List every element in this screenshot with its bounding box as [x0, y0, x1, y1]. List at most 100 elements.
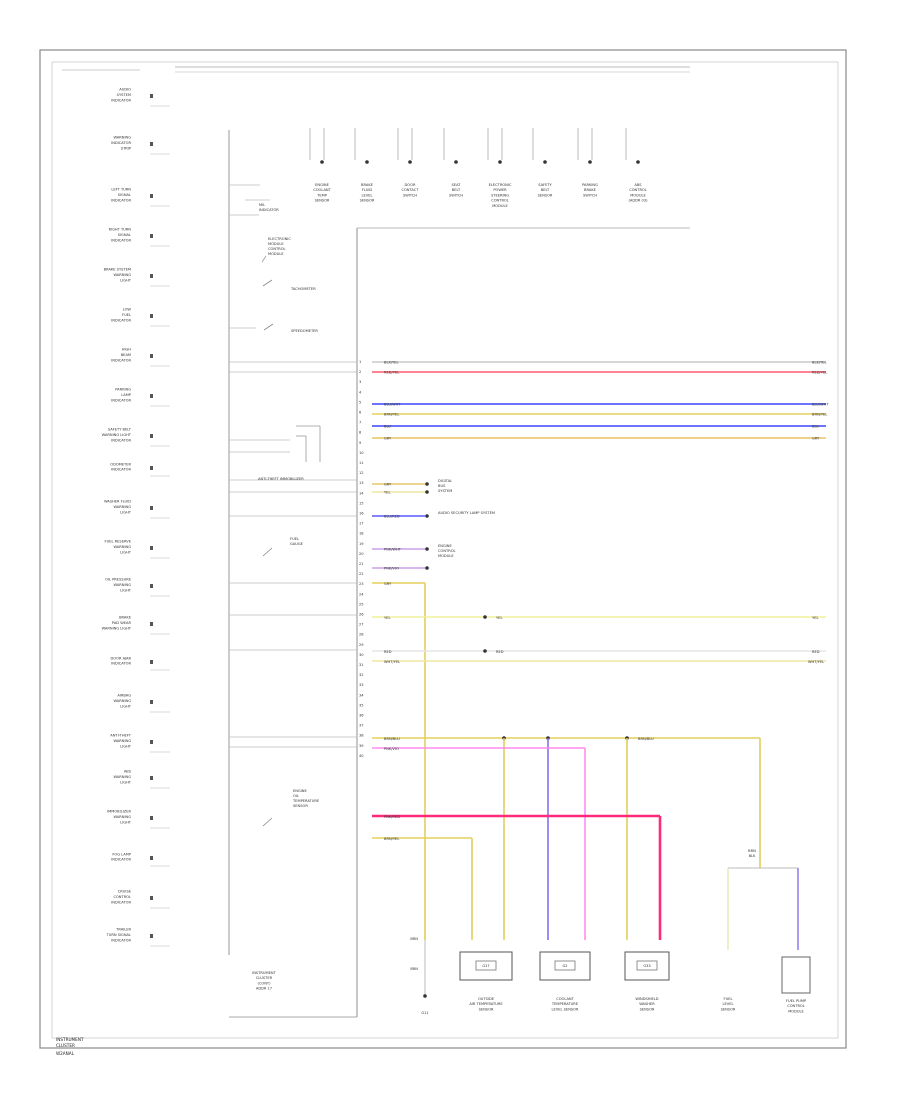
indicator-label: WARNING LIGHT — [102, 433, 132, 437]
tee-label: BLK — [749, 854, 756, 858]
wire-color-label: BRN/BLU — [638, 737, 654, 741]
sensor-element — [554, 960, 576, 971]
indicator-label: WASHER FLUID — [104, 500, 131, 504]
indicator-pin — [150, 234, 153, 238]
indicator-label: STRIP — [121, 146, 132, 150]
indicator-label: WARNING — [113, 545, 131, 549]
top-component-label: POWER — [493, 188, 507, 192]
indicator-pin — [150, 584, 153, 588]
top-component-label: CONTACT — [401, 188, 419, 192]
wire-color-label-right: BLU/WHT — [812, 403, 829, 407]
ecm-label: MODULE — [268, 252, 284, 256]
footer-title: CLUSTER — [56, 1043, 75, 1048]
wire-color-label-right: RED/YEL — [812, 371, 827, 375]
footer-title: INSTRUMENT — [56, 1037, 84, 1042]
signal-destination: BUS — [438, 484, 446, 488]
indicator-label: INDICATOR — [111, 141, 131, 145]
sensor-code: G17 — [482, 964, 489, 968]
ecm-label: CONTROL — [268, 247, 286, 251]
wire-color-label-right: WHT/YEL — [808, 660, 824, 664]
indicator-label: BEAM — [121, 353, 131, 357]
top-component-label: BELT — [541, 188, 550, 192]
indicator-label: TURN SIGNAL — [106, 933, 131, 937]
indicator-pin — [150, 94, 153, 98]
indicator-label: SYSTEM — [117, 93, 131, 97]
pin-number: 6 — [359, 411, 362, 415]
cluster-label: INSTRUMENT — [252, 971, 276, 975]
indicator-label: SAFETY BELT — [108, 428, 132, 432]
pin-number: 24 — [359, 592, 364, 596]
tacho-switch — [262, 279, 273, 287]
indicator-label: INDICATOR — [111, 438, 131, 442]
inner-border — [51, 61, 839, 1039]
indicator-label: LIGHT — [120, 820, 132, 824]
top-component-label: SEAT — [452, 183, 462, 187]
signal-pin — [425, 490, 429, 494]
indicator-label: TRAILER — [115, 928, 131, 932]
indicator-label: LIGHT — [120, 278, 132, 282]
indicator-pin — [150, 506, 153, 510]
pin-number: 38 — [359, 734, 364, 738]
ecm-label: MODULE — [268, 242, 284, 246]
pin-number: 34 — [359, 693, 364, 697]
top-component-label: MODULE — [630, 193, 646, 197]
sensor-label: SENSOR — [721, 1007, 736, 1011]
pin-number: 28 — [359, 633, 364, 637]
indicator-label: LIGHT — [120, 744, 132, 748]
indicator-label: FUEL RESERVE — [105, 540, 132, 544]
indicator-label: INDICATOR — [111, 468, 131, 472]
top-component-label: SENSOR — [315, 199, 330, 203]
top-component-label: CONTROL — [629, 188, 647, 192]
indicator-label: DOOR AJAR — [111, 656, 132, 660]
fuel-gauge-switch — [262, 547, 273, 557]
top-component-label: BRAKE — [584, 188, 597, 192]
pin-number: 2 — [359, 370, 361, 374]
sensor-box — [459, 951, 513, 981]
cluster-label: (CONT) — [257, 981, 271, 985]
indicator-pin — [150, 934, 153, 938]
ground-wire-label: BRN — [410, 967, 418, 971]
indicator-label: LEFT TURN — [111, 188, 131, 192]
sensor-code: G2 — [562, 964, 567, 968]
indicator-label: WARNING — [113, 583, 131, 587]
signal-wire-label: BLU/RED — [384, 515, 400, 519]
mil-label: MIL — [259, 203, 265, 207]
top-component-label: PARKING — [582, 183, 598, 187]
wire-color-label: WHT/YEL — [384, 660, 400, 664]
wire-color-label: BRN/BLU — [384, 737, 400, 741]
signal-pin — [425, 547, 429, 551]
indicator-label: INDICATOR — [111, 938, 131, 942]
top-component-pin — [543, 160, 547, 164]
tee-label: BRN — [748, 849, 756, 853]
pin-number: 39 — [359, 744, 364, 748]
indicator-label: INDICATOR — [111, 900, 131, 904]
top-component-pin — [408, 160, 412, 164]
sensor-label: MODULE — [788, 1009, 804, 1013]
pin-number: 4 — [359, 390, 362, 394]
pin-number: 26 — [359, 613, 364, 617]
pin-number: 36 — [359, 714, 364, 718]
wire-color-label: BRN/YEL — [384, 413, 399, 417]
splice-dot — [483, 615, 487, 619]
indicator-pin — [150, 466, 153, 470]
sensor-label: TEMPERATURE — [551, 1002, 579, 1006]
clock-switch — [262, 817, 273, 827]
top-component-label: (ADDR 03) — [628, 199, 648, 203]
indicator-label: RIGHT TURN — [109, 228, 132, 232]
wire-color-label: BLU/WHT — [384, 403, 401, 407]
splice-dot — [483, 649, 487, 653]
wire-color-label: RED — [496, 650, 504, 654]
pin-number: 35 — [359, 703, 364, 707]
signal-destination: SYSTEM — [438, 489, 452, 493]
wire-color-label: PNK/VIO — [384, 747, 399, 751]
signal-pin — [425, 482, 429, 486]
indicator-label: LIGHT — [120, 588, 132, 592]
sensor-label: SENSOR — [640, 1007, 655, 1011]
top-component-label: MODULE — [492, 204, 508, 208]
top-component-pin — [636, 160, 640, 164]
pin-number: 19 — [359, 542, 364, 546]
sensor-box — [539, 951, 591, 981]
sensor-label: LEVEL SENSOR — [552, 1007, 579, 1011]
top-component-pin — [454, 160, 458, 164]
indicator-label: SIGNAL — [118, 233, 131, 237]
